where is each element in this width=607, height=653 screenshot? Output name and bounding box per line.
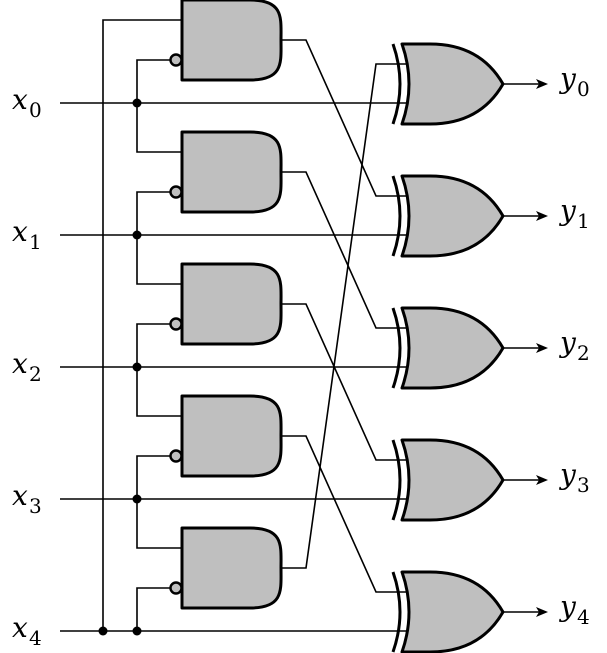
junction-dot [132,230,142,240]
and-gate-2 [180,262,283,346]
and-output-wire-1 [281,171,406,329]
xor-gate-2 [400,306,505,390]
output-label-y0-symbol: y [558,62,577,95]
output-label-y3-symbol: y [558,458,577,491]
input-label-x3-symbol: x [12,479,28,512]
xor-gate-back-curve [391,307,402,389]
junction-dot [132,98,142,108]
xor-gate-1 [400,174,505,258]
output-label-y2-subscript: 2 [577,341,590,365]
output-arrow-icon [536,211,548,221]
and-inverted-input-wire-2 [136,323,172,367]
and-upper-input-wire-3 [136,367,182,417]
junctions-layer [98,98,142,636]
input-label-x0-symbol: x [12,83,28,116]
and-inverted-input-wire-3 [136,455,172,499]
output-label-y1-subscript: 1 [577,209,590,233]
and-inverted-input-wire-1 [136,191,172,235]
junction-dot [132,494,142,504]
junction-dot [98,626,108,636]
output-label-y1-symbol: y [558,194,577,227]
input-label-x2-symbol: x [12,347,28,380]
inverter-bubble-icon [169,53,183,67]
and-output-wire-4-wrap [281,63,406,569]
xor-gate-back-curve [391,439,402,521]
gates-layer [169,0,505,653]
junction-dot [132,362,142,372]
and-inverted-input-wire-0 [136,59,172,103]
output-arrow-icon [536,79,548,89]
output-label-y2-symbol: y [558,326,577,359]
and-gate-1 [180,130,283,214]
junction-dot [132,626,142,636]
xor-gate-back-curve [391,175,402,257]
input-label-x3-subscript: 3 [29,494,42,518]
and-gate-3 [180,394,283,478]
xor-gate-back-curve [391,571,402,653]
and-output-wire-0 [281,39,406,197]
output-label-y4-symbol: y [558,590,577,623]
output-arrow-icon [536,475,548,485]
output-arrow-icon [536,343,548,353]
inverter-bubble-icon [169,581,183,595]
and-inverted-input-wire-4 [136,587,172,631]
output-label-y3-subscript: 3 [577,473,590,497]
and-upper-input-wire-2 [136,235,182,285]
xor-gate-back-curve [391,43,402,125]
and-output-wire-2 [281,303,406,461]
input-label-x0-subscript: 0 [29,98,42,122]
xor-gate-4 [400,570,505,653]
output-arrow-icon [536,607,548,617]
and-gate-0 [180,0,283,82]
and-output-wire-3 [281,435,406,593]
output-label-y4-subscript: 4 [577,605,590,629]
inverter-bubble-icon [169,185,183,199]
input-label-x4-symbol: x [12,611,28,644]
and-gate-4 [180,526,283,610]
and-upper-input-wire-1 [136,103,182,153]
input-label-x1-symbol: x [12,215,28,248]
inverter-bubble-icon [169,317,183,331]
inverter-bubble-icon [169,449,183,463]
input-label-x2-subscript: 2 [29,362,42,386]
output-label-y0-subscript: 0 [577,77,590,101]
input-label-x1-subscript: 1 [29,230,42,254]
wires-layer [60,19,548,632]
xor-gate-3 [400,438,505,522]
input-label-x4-subscript: 4 [29,626,42,650]
and-upper-input-wire-4 [136,499,182,549]
feedback-bus-x4 [102,19,182,631]
xor-gate-0 [400,42,505,126]
